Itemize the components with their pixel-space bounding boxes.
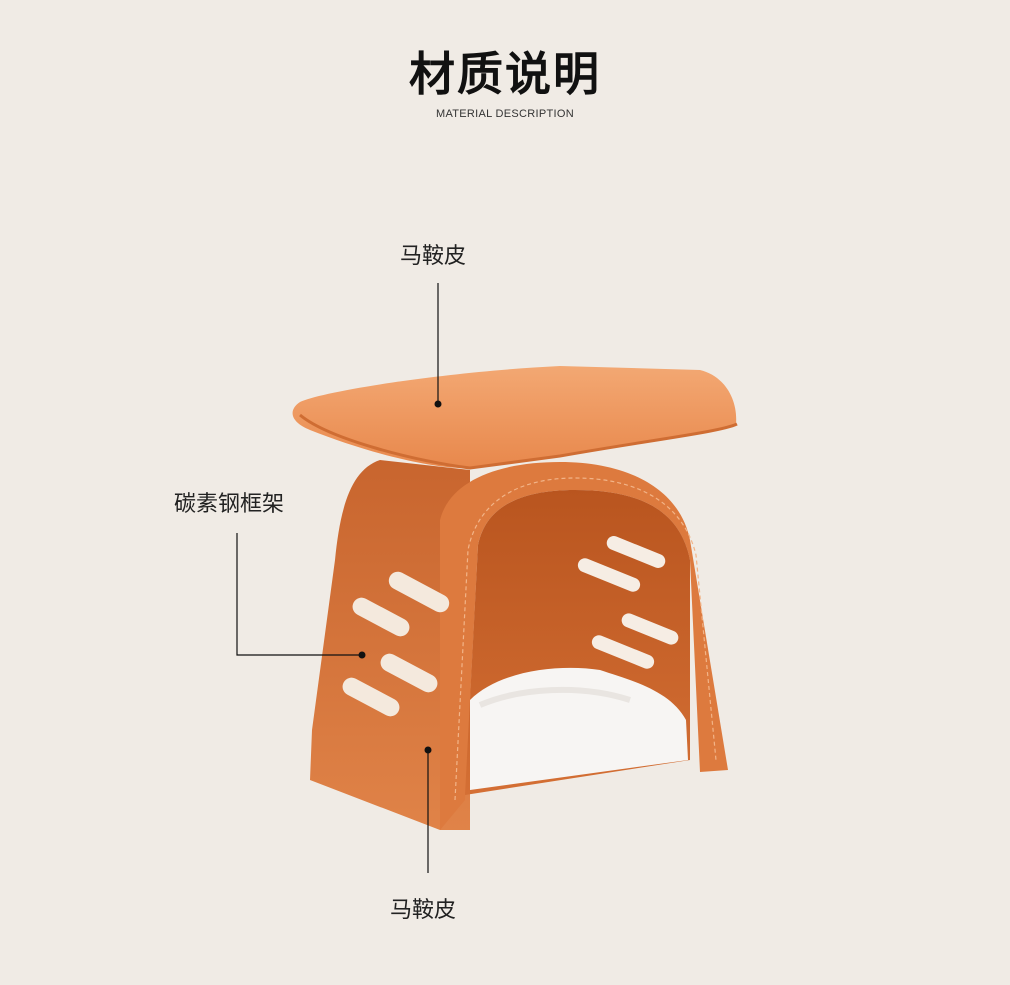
callout-bottom-label: 马鞍皮 <box>390 898 457 923</box>
callout-top-label: 马鞍皮 <box>400 244 467 269</box>
house-side-panel <box>310 460 470 830</box>
page-title: 材质说明 <box>409 47 601 101</box>
cushion <box>470 667 688 790</box>
page-subtitle: MATERIAL DESCRIPTION <box>435 108 575 120</box>
leader-dots <box>358 400 442 754</box>
inner-vent-slots <box>577 536 679 669</box>
side-vent-slots <box>342 571 450 717</box>
callout-left-label: 碳素钢框架 <box>174 492 285 517</box>
leader-lines <box>236 283 439 873</box>
house-front-panel <box>440 462 728 830</box>
house-lid <box>292 366 737 468</box>
